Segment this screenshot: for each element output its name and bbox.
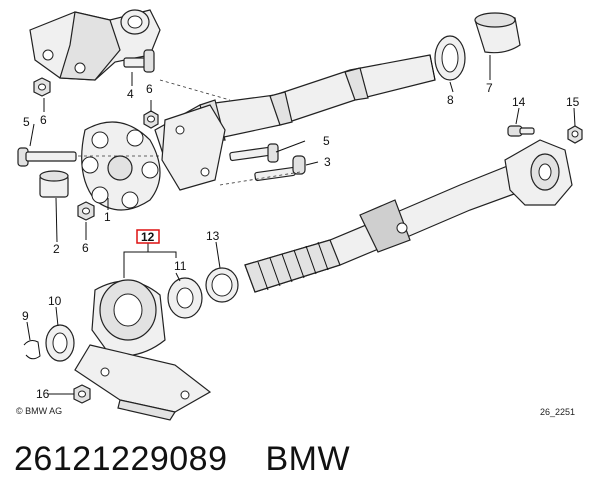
bolt-5-upper [229,143,279,163]
ring-13 [205,267,239,303]
callout-13: 13 [206,229,220,243]
sleeve-7 [474,12,521,54]
callout-11: 11 [174,259,187,273]
bolt-14 [507,125,535,137]
copyright-note: © BMW AG [16,406,62,416]
part-caption: 26121229089 BMW [14,440,378,479]
callout-7: 7 [486,81,493,95]
brand-name: BMW [265,440,351,478]
callout-15: 15 [566,95,580,109]
bushing-2 [39,170,69,198]
nut-6-mid [143,110,159,129]
lower-drive-shaft [244,164,526,293]
part-number: 26121229089 [14,440,228,478]
callout-labels: 6 4 6 8 7 14 15 5 5 3 2 6 1 11 13 10 9 1… [22,81,580,401]
callout-6c: 6 [82,241,89,255]
shaft-flange [161,104,226,191]
callout-1: 1 [104,210,111,224]
callout-6b: 6 [146,82,153,96]
callout-12: 12 [141,230,155,244]
callout-4: 4 [127,87,134,101]
bolt-4 [123,49,155,73]
seal-ring-8 [434,35,466,81]
center-bearing-support [74,279,212,421]
callout-8: 8 [447,93,454,107]
callout-9: 9 [22,309,29,323]
bearing-11 [167,277,203,319]
nut-6-top [33,77,51,97]
callout-10: 10 [48,294,62,308]
callout-12-highlight: 12 [136,229,160,244]
callout-5a: 5 [23,115,30,129]
callout-3: 3 [324,155,331,169]
leader-lines [26,55,576,395]
diagram-code: 26_2251 [540,407,575,417]
bolt-5-left [17,147,77,167]
bolt-3 [254,155,306,182]
callout-14: 14 [512,95,526,109]
callout-5b: 5 [323,134,330,148]
callout-16: 16 [36,387,50,401]
callout-2: 2 [53,242,60,256]
nut-15 [567,125,583,144]
nut-6-low [77,201,95,221]
callout-6a: 6 [40,113,47,127]
spline-teeth [257,241,329,291]
clip-9 [23,340,41,360]
upper-flange-joint [29,9,161,81]
rear-universal-joint [504,139,573,206]
nut-16 [73,384,91,404]
seal-10 [45,324,75,362]
flex-disc-1 [81,121,161,211]
